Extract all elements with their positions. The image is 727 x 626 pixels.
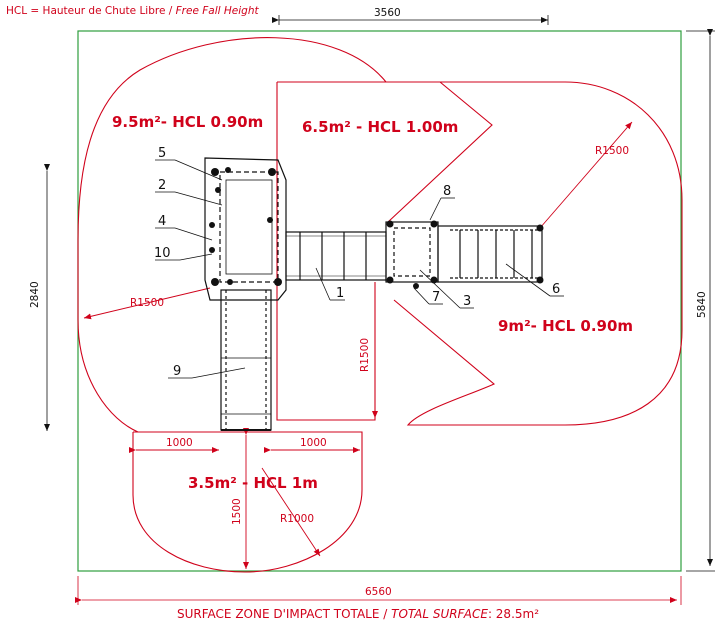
svg-text:2840: 2840	[29, 281, 41, 308]
play-structure	[204, 157, 544, 431]
tower-outline	[204, 157, 287, 301]
svg-text:5840: 5840	[696, 291, 708, 318]
svg-text:6: 6	[552, 282, 560, 297]
svg-text:R1500: R1500	[595, 145, 629, 157]
right-zone-outline	[393, 81, 683, 426]
svg-text:3: 3	[463, 294, 471, 309]
svg-text:R1500: R1500	[130, 297, 164, 309]
svg-text:1: 1	[336, 286, 344, 301]
zone-label-left: 9.5m²- HCL 0.90m	[112, 113, 263, 131]
dimension-bottom: 6560	[75, 576, 682, 605]
bottom-zone-outline	[132, 431, 363, 573]
svg-text:1000: 1000	[300, 437, 327, 449]
dimension-top: 3560	[272, 7, 549, 25]
svg-text:3560: 3560	[374, 7, 401, 19]
radius-leaders: R1500 R1500 R1500 R1000 1000 1000 1500	[83, 121, 633, 569]
svg-text:R1000: R1000	[280, 513, 314, 525]
center-wedge-outline	[277, 81, 493, 223]
svg-text:2: 2	[158, 178, 166, 193]
svg-text:1500: 1500	[231, 498, 243, 525]
svg-text:8: 8	[443, 184, 451, 199]
boundary-rectangle	[77, 30, 682, 572]
dimension-left: 2840	[29, 164, 50, 431]
svg-text:R1500: R1500	[359, 338, 371, 372]
svg-text:5: 5	[158, 146, 166, 161]
zone-label-bottom: 3.5m² - HCL 1m	[188, 474, 318, 492]
zone-label-right: 9m²- HCL 0.90m	[498, 317, 633, 335]
svg-text:10: 10	[154, 246, 171, 261]
svg-text:7: 7	[432, 290, 440, 305]
svg-text:6560: 6560	[365, 586, 392, 598]
left-zone-outline	[77, 37, 387, 433]
footer-text: SURFACE ZONE D'IMPACT TOTALE / TOTAL SUR…	[177, 607, 539, 621]
part-callouts: 5 2 4 10 9 1 3 7 8 6	[154, 146, 564, 379]
svg-text:9: 9	[173, 364, 181, 379]
dimension-right: 5840	[686, 29, 715, 572]
tower-deck	[219, 171, 279, 283]
svg-text:1000: 1000	[166, 437, 193, 449]
zone-label-center: 6.5m² - HCL 1.00m	[302, 118, 458, 136]
legend-text: HCL = Hauteur de Chute Libre / Free Fall…	[6, 5, 259, 17]
svg-text:4: 4	[158, 214, 166, 229]
